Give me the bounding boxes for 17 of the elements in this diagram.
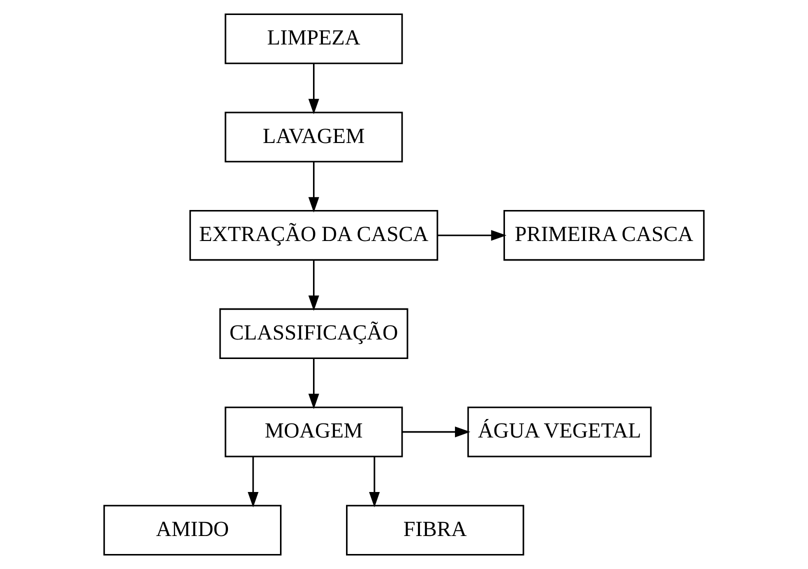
arrow xyxy=(438,230,506,241)
node-box: AMIDO xyxy=(103,504,282,556)
node-box: ÁGUA VEGETAL xyxy=(467,406,652,458)
arrow xyxy=(369,456,380,508)
arrow xyxy=(308,64,320,114)
node-box: LIMPEZA xyxy=(224,13,403,64)
arrow xyxy=(308,260,320,311)
node-box: FIBRA xyxy=(346,504,524,556)
node-box: LAVAGEM xyxy=(224,112,403,162)
node-box: MOAGEM xyxy=(224,406,403,458)
node-box: PRIMEIRA CASCA xyxy=(503,210,705,261)
arrow xyxy=(308,162,320,213)
arrow xyxy=(402,426,470,438)
node-box: CLASSIFICAÇÃO xyxy=(219,308,408,359)
arrow xyxy=(248,456,258,508)
arrow xyxy=(308,358,320,410)
node-box: EXTRAÇÃO DA CASCA xyxy=(189,210,438,261)
